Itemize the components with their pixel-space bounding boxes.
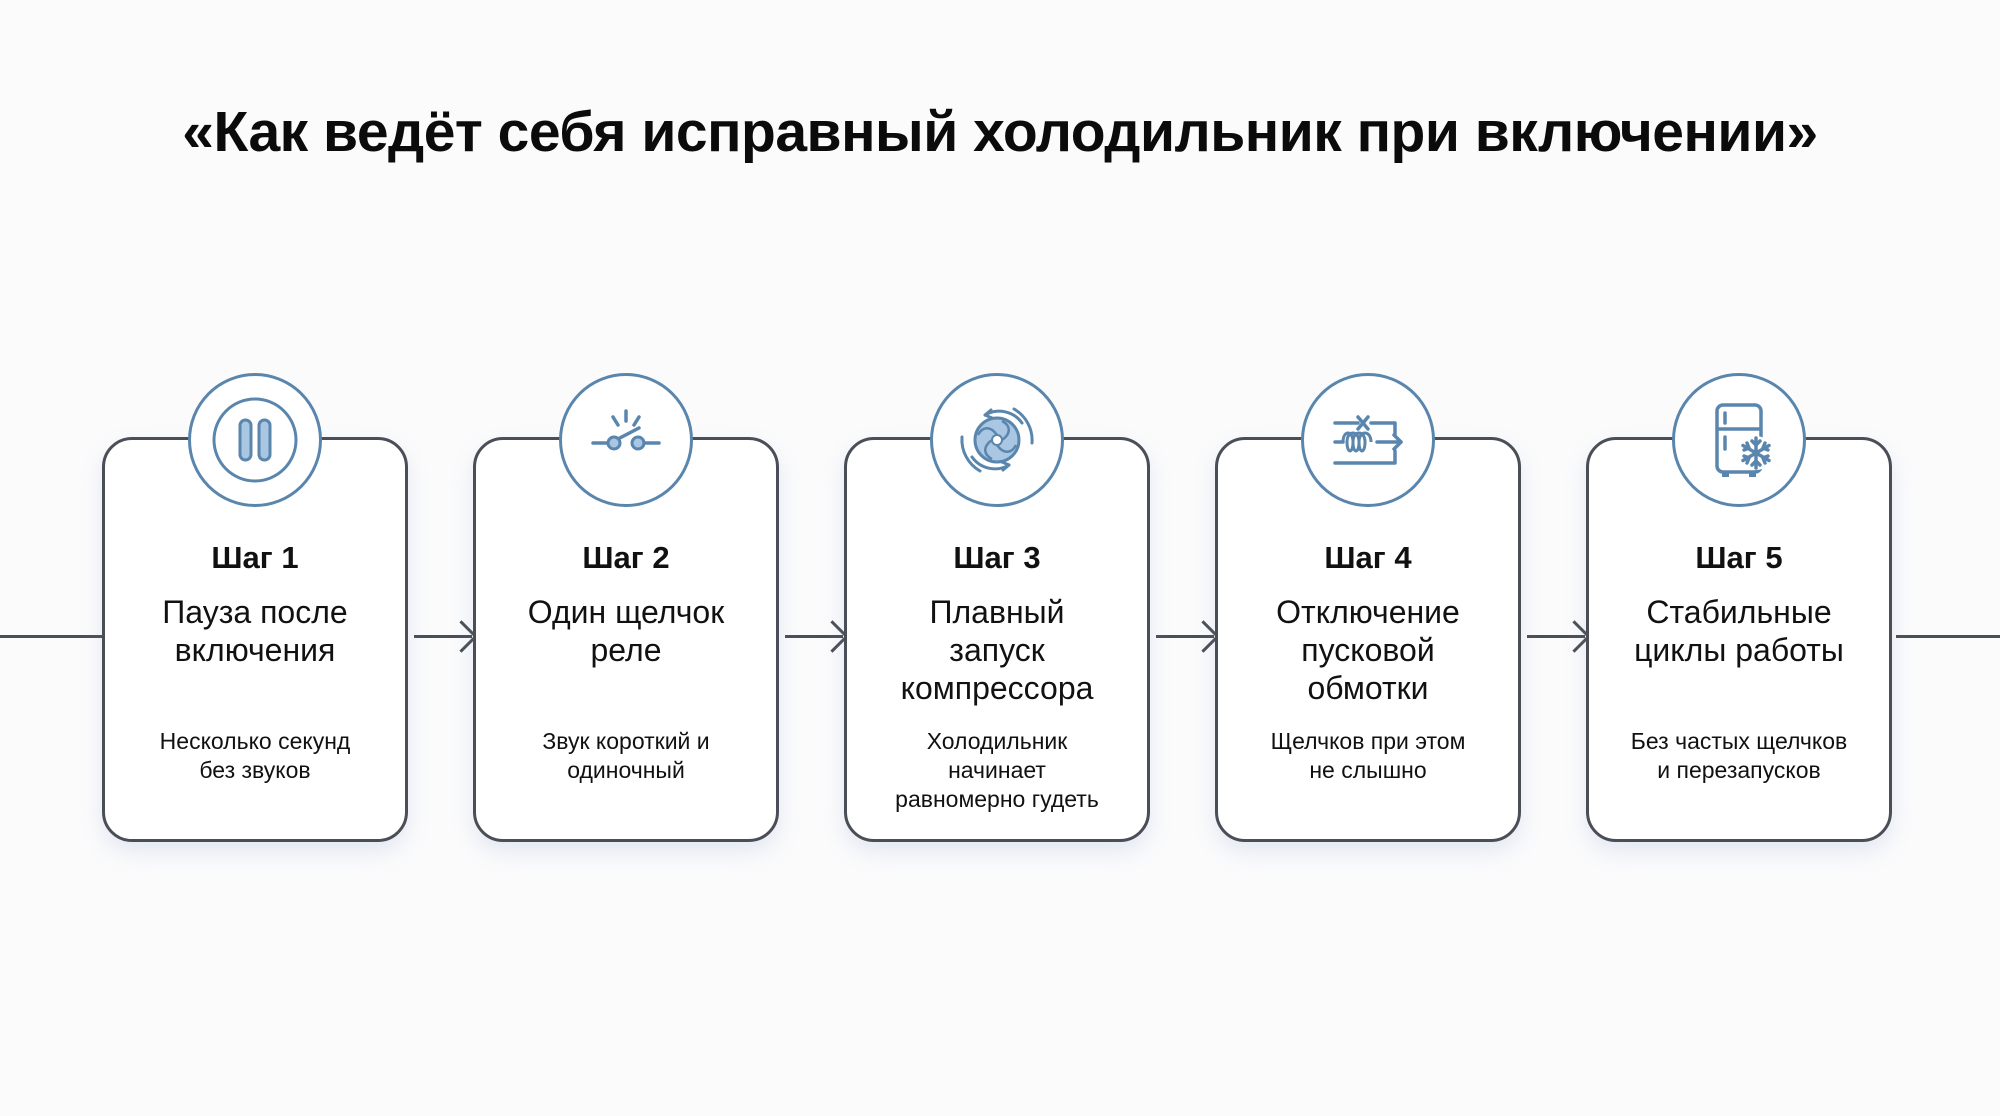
flow-connector-3-4 bbox=[1156, 635, 1214, 638]
step-desc-line: Звук короткий и bbox=[542, 728, 710, 754]
step-desc-line: начинает bbox=[948, 757, 1046, 783]
step-label: Шаг 1 bbox=[211, 540, 299, 575]
step-description: Несколько секунд без звуков bbox=[105, 727, 405, 785]
step-card-3: Шаг 3 Плавный запуск компрессора Холодил… bbox=[844, 373, 1150, 842]
step-desc-line: одиночный bbox=[567, 757, 685, 783]
step-label: Шаг 2 bbox=[582, 540, 670, 575]
step-desc-line: Щелчков при этом bbox=[1270, 728, 1466, 754]
start-winding-off-icon bbox=[1333, 415, 1403, 465]
step-desc-line: Несколько секунд bbox=[159, 728, 351, 754]
step-title: Плавный запуск компрессора bbox=[847, 593, 1147, 707]
step-title-line: Плавный bbox=[929, 594, 1065, 630]
flow-connector-2-3 bbox=[785, 635, 843, 638]
step-title-line: Пауза после bbox=[162, 594, 348, 630]
compressor-spin-icon bbox=[960, 407, 1034, 473]
step-desc-line: равномерно гудеть bbox=[895, 786, 1099, 812]
icon-ring bbox=[930, 373, 1064, 507]
step-description: Щелчков при этом не слышно bbox=[1218, 727, 1518, 785]
step-desc-line: и перезапусков bbox=[1657, 757, 1821, 783]
step-title-line: пусковой bbox=[1301, 632, 1435, 668]
step-card-2: Шаг 2 Один щелчок реле Звук короткий и о… bbox=[473, 373, 779, 842]
pause-icon bbox=[212, 397, 298, 483]
step-title-line: компрессора bbox=[900, 670, 1094, 706]
flow-connector-1-2 bbox=[414, 635, 472, 638]
icon-ring bbox=[559, 373, 693, 507]
step-title-line: циклы работы bbox=[1634, 632, 1844, 668]
icon-ring bbox=[1672, 373, 1806, 507]
step-desc-line: без звуков bbox=[199, 757, 311, 783]
step-desc-line: Холодильник bbox=[926, 728, 1068, 754]
step-desc-line: Без частых щелчков bbox=[1630, 728, 1848, 754]
step-title: Стабильные циклы работы bbox=[1589, 593, 1889, 669]
step-title-line: Отключение bbox=[1276, 594, 1460, 630]
step-description: Без частых щелчков и перезапусков bbox=[1589, 727, 1889, 785]
step-title-line: обмотки bbox=[1307, 670, 1429, 706]
flow-connector-4-5 bbox=[1527, 635, 1585, 638]
flow-line-start bbox=[0, 635, 104, 638]
icon-ring bbox=[188, 373, 322, 507]
relay-switch-icon bbox=[591, 409, 661, 451]
step-card-1: Шаг 1 Пауза после включения Несколько се… bbox=[102, 373, 408, 842]
step-label: Шаг 3 bbox=[953, 540, 1041, 575]
flow-line-end bbox=[1896, 635, 2000, 638]
step-title: Отключение пусковой обмотки bbox=[1218, 593, 1518, 707]
step-title-line: реле bbox=[590, 632, 662, 668]
step-title-line: Один щелчок bbox=[527, 594, 725, 630]
step-description: Холодильник начинает равномерно гудеть bbox=[847, 727, 1147, 814]
fridge-snowflake-icon bbox=[1715, 403, 1773, 477]
step-title: Один щелчок реле bbox=[476, 593, 776, 669]
step-title: Пауза после включения bbox=[105, 593, 405, 669]
step-card-5: Шаг 5 Стабильные циклы работы Без частых… bbox=[1586, 373, 1892, 842]
step-title-line: включения bbox=[174, 632, 336, 668]
icon-ring bbox=[1301, 373, 1435, 507]
step-title-line: запуск bbox=[949, 632, 1045, 668]
step-label: Шаг 5 bbox=[1695, 540, 1783, 575]
step-title-line: Стабильные bbox=[1646, 594, 1832, 630]
diagram-title: «Как ведёт себя исправный холодильник пр… bbox=[182, 100, 1818, 164]
step-label: Шаг 4 bbox=[1324, 540, 1412, 575]
step-desc-line: не слышно bbox=[1309, 757, 1427, 783]
step-card-4: Шаг 4 Отключение пусковой обмотки Щелчко… bbox=[1215, 373, 1521, 842]
step-description: Звук короткий и одиночный bbox=[476, 727, 776, 785]
